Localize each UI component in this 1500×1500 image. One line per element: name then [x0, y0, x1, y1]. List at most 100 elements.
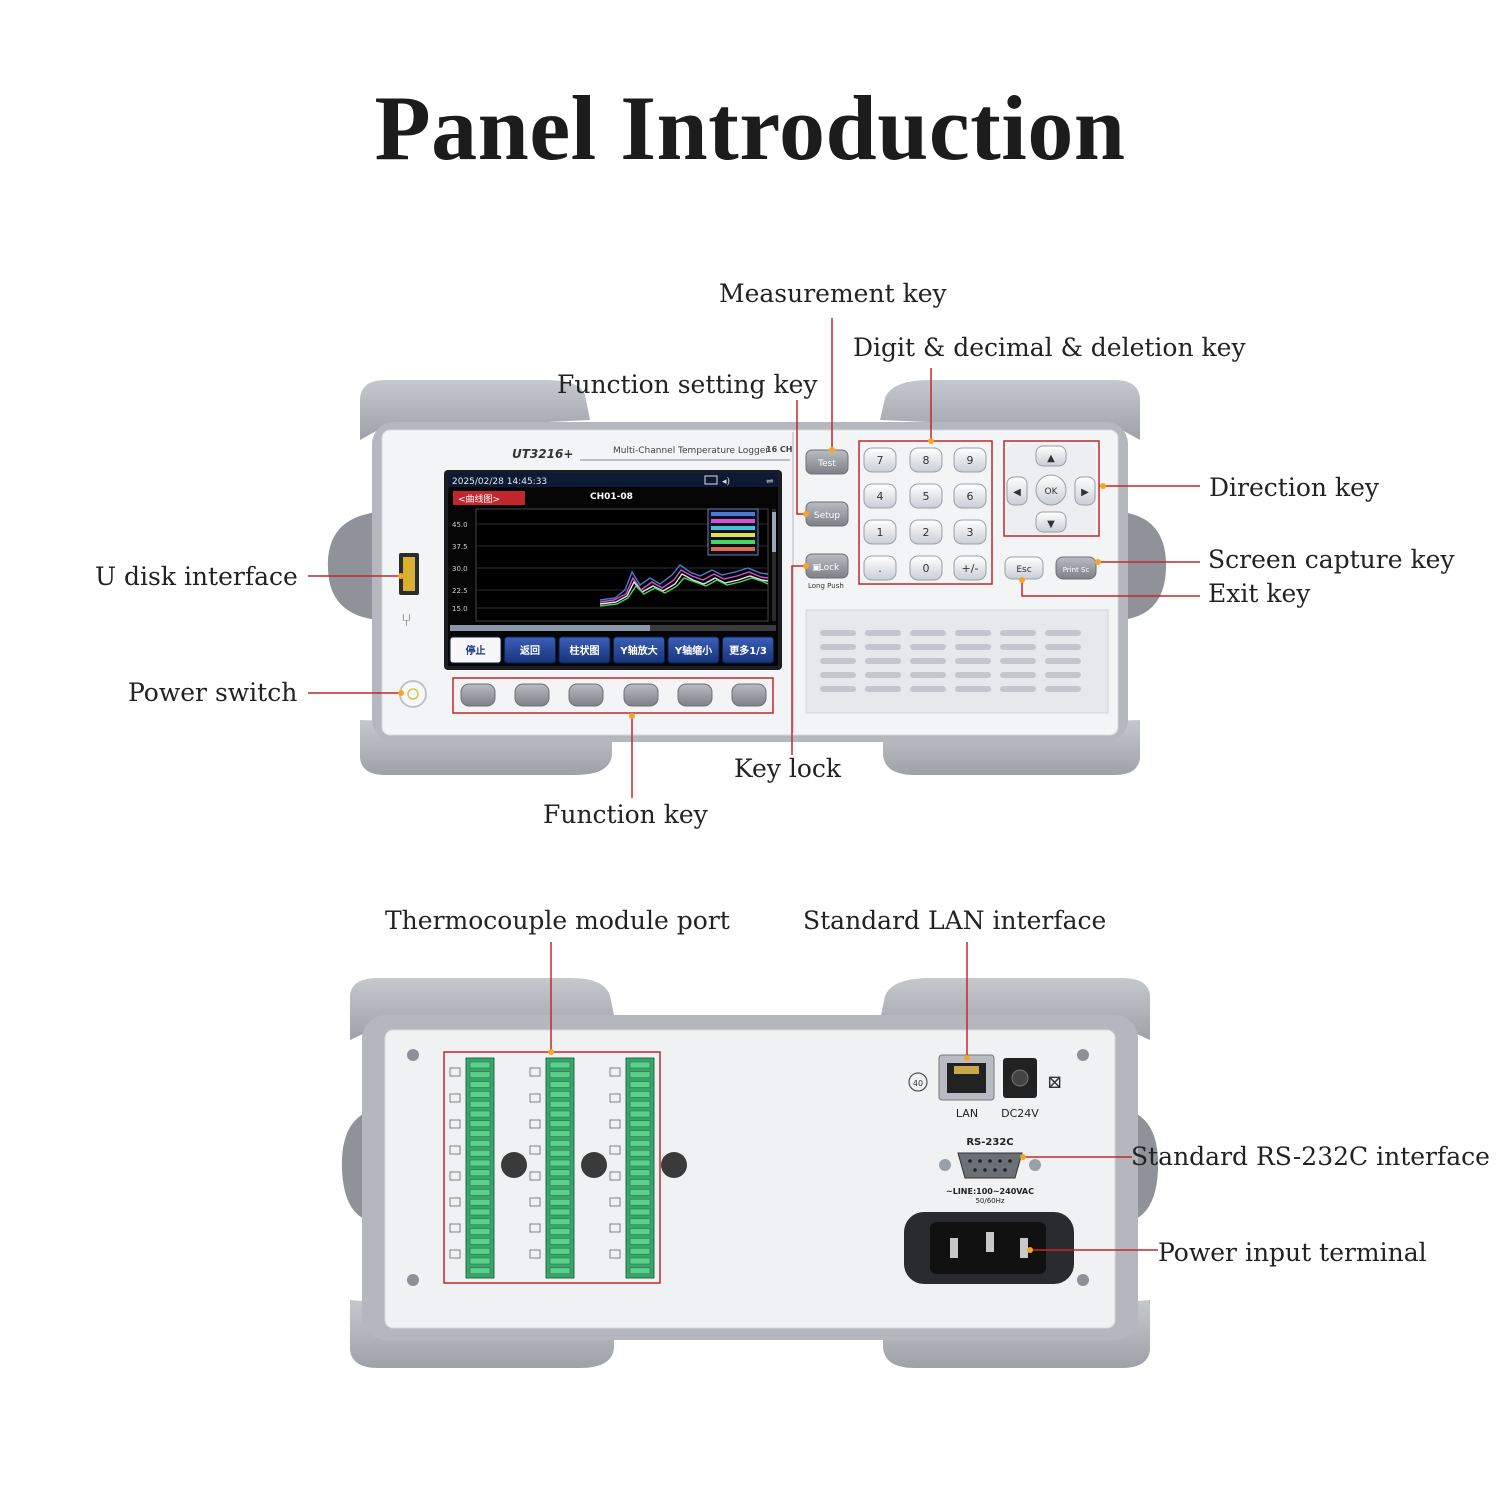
vent-slot — [1000, 686, 1036, 692]
screen-scrollbar — [772, 509, 776, 621]
label-measurement-key: Measurement key — [719, 279, 947, 308]
terminal-marking — [449, 1145, 461, 1155]
curve-4 — [599, 577, 769, 607]
function-key-1[interactable] — [460, 683, 496, 707]
terminal-screw — [549, 1061, 571, 1069]
terminal-marking — [449, 1223, 461, 1233]
highlight-keypad — [858, 440, 993, 585]
terminal-screw — [469, 1140, 491, 1147]
terminal-screw — [469, 1081, 491, 1088]
vent-slot — [955, 686, 991, 692]
temperature-curves — [599, 564, 769, 607]
keypad-key[interactable] — [909, 483, 943, 509]
keypad-key[interactable] — [953, 519, 987, 545]
terminal-screw — [629, 1169, 651, 1177]
ok-key[interactable] — [1035, 474, 1067, 506]
terminal-screw — [469, 1071, 491, 1079]
vent-slot — [820, 686, 856, 692]
terminal-marking — [529, 1119, 541, 1129]
y-tick-labels: 45.037.530.022.515.0 — [452, 521, 468, 613]
terminal-marking — [449, 1197, 461, 1207]
function-key-3[interactable] — [568, 683, 604, 707]
terminal-marking — [529, 1197, 541, 1207]
vent-slot — [910, 630, 946, 636]
terminal-screw — [549, 1130, 571, 1137]
function-key-5[interactable] — [677, 683, 713, 707]
label-function-setting-key: Function setting key — [557, 370, 818, 399]
keypad-key[interactable] — [909, 519, 943, 545]
terminal-screw — [469, 1208, 491, 1216]
terminal-screw — [469, 1238, 491, 1245]
vent-slot — [865, 630, 901, 636]
rear-screws — [407, 1049, 1089, 1286]
rs232-label: RS-232C — [966, 1137, 1013, 1148]
front-panel: UT3216+ Multi-Channel Temperature Logger… — [327, 380, 1167, 775]
terminal-screw — [629, 1208, 651, 1216]
test-key[interactable] — [805, 449, 849, 475]
keypad-key-label: 8 — [923, 454, 930, 467]
keypad-key[interactable] — [953, 447, 987, 473]
keypad-key[interactable] — [909, 555, 943, 581]
keypad-key[interactable] — [909, 447, 943, 473]
direction-pad: ▲ ▼ ◀ ▶ OK — [1006, 444, 1096, 534]
label-direction-key: Direction key — [1209, 473, 1379, 502]
terminal-marking — [529, 1093, 541, 1103]
terminal-marking — [529, 1249, 541, 1259]
terminal-screw — [549, 1091, 571, 1098]
ground-symbol — [908, 1072, 928, 1092]
screen-softkey-5 — [667, 636, 720, 664]
direction-up-key[interactable] — [1035, 445, 1067, 467]
terminal-screw — [549, 1071, 571, 1079]
function-key-2[interactable] — [514, 683, 550, 707]
vent-slot — [1045, 630, 1081, 636]
vent-slot — [910, 686, 946, 692]
y-tick-label: 45.0 — [452, 521, 468, 529]
thermocouple-terminals — [449, 1057, 687, 1279]
keypad-key[interactable] — [863, 519, 897, 545]
label-digit-key: Digit & decimal & deletion key — [853, 333, 1246, 362]
terminal-screw — [629, 1189, 651, 1196]
direction-down-key[interactable] — [1035, 511, 1067, 533]
terminal-block-2 — [545, 1057, 575, 1279]
keypad-key[interactable] — [953, 483, 987, 509]
terminal-screw — [549, 1267, 571, 1275]
keypad-key[interactable] — [863, 483, 897, 509]
terminal-screw — [469, 1149, 491, 1157]
front-callouts — [308, 318, 1200, 798]
screen-softkey-2 — [504, 636, 556, 664]
terminal-marking — [609, 1249, 621, 1259]
keypad-key[interactable] — [863, 447, 897, 473]
keypad-key[interactable] — [953, 555, 987, 581]
screen-softkey-label: Y轴缩小 — [674, 644, 712, 657]
y-tick-label: 15.0 — [452, 605, 468, 613]
terminal-screw — [629, 1267, 651, 1275]
vent-slot — [865, 672, 901, 678]
terminal-screw — [629, 1130, 651, 1137]
terminal-screw — [549, 1169, 571, 1177]
keypad-key[interactable] — [863, 555, 897, 581]
terminal-screw — [469, 1267, 491, 1275]
function-key-4[interactable] — [623, 683, 659, 707]
keypad-key-label: 6 — [967, 490, 974, 503]
power-button[interactable] — [399, 680, 427, 708]
terminal-marking — [609, 1067, 621, 1077]
terminal-screw — [469, 1169, 491, 1177]
arrow-up-icon: ▲ — [1047, 453, 1055, 464]
page-title: Panel Introduction — [374, 77, 1126, 179]
y-tick-label: 37.5 — [452, 543, 468, 551]
keypad-key-label: +/- — [962, 562, 979, 575]
terminal-screw — [629, 1120, 651, 1128]
curve-2 — [599, 569, 769, 603]
direction-right-key[interactable] — [1074, 476, 1096, 506]
vent-slot — [865, 644, 901, 650]
print-screen-key[interactable] — [1055, 556, 1097, 580]
function-key-6[interactable] — [731, 683, 767, 707]
label-rs232c-interface: Standard RS-232C interface — [1131, 1142, 1490, 1171]
vent-slot — [955, 658, 991, 664]
terminal-screw — [549, 1228, 571, 1235]
terminal-screw — [469, 1247, 491, 1255]
vent-slot — [865, 658, 901, 664]
vent-slot — [1045, 644, 1081, 650]
direction-left-key[interactable] — [1006, 476, 1028, 506]
